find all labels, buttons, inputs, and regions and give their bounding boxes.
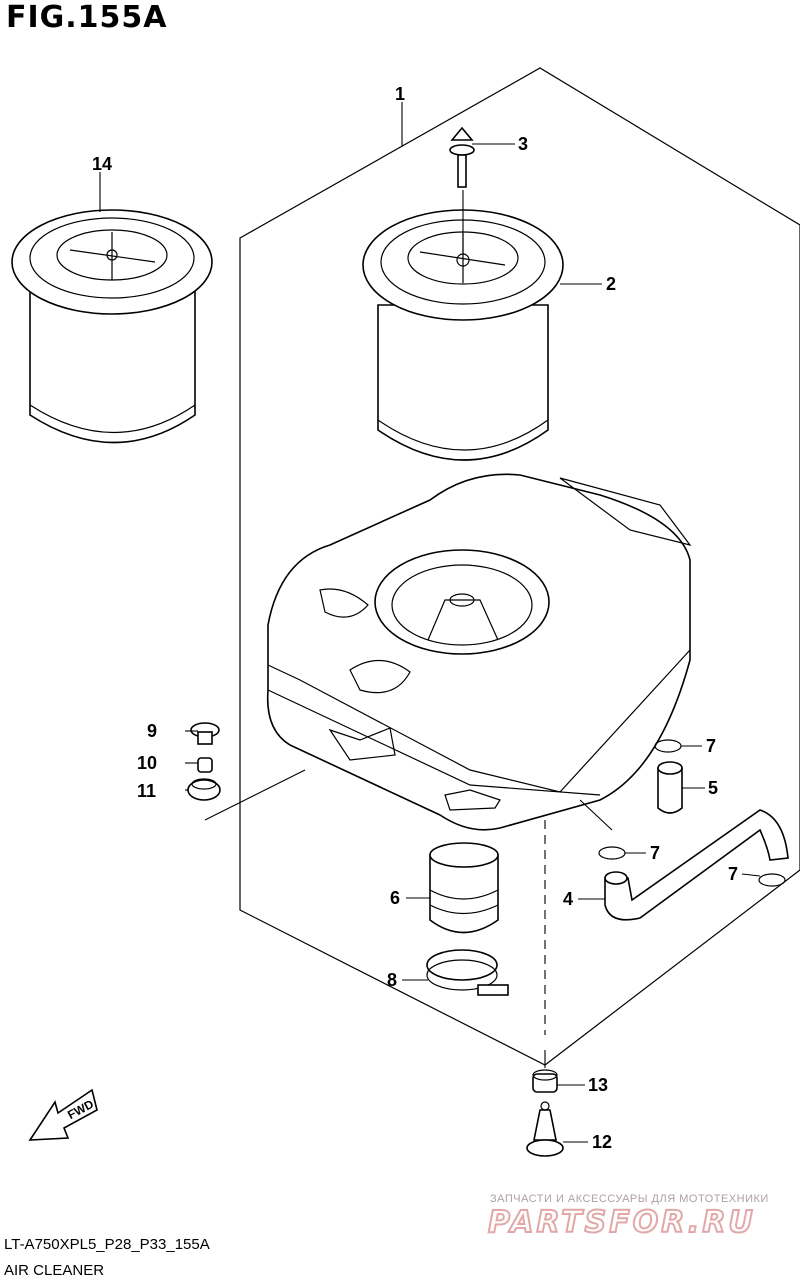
part-6-boot[interactable] (429, 842, 499, 934)
callout-7b: 7 (650, 843, 660, 863)
leader-lines (99, 102, 761, 1143)
callout-11: 11 (137, 781, 156, 801)
part-4-hose[interactable] (604, 809, 789, 921)
callout-5: 5 (708, 778, 718, 798)
callout-6: 6 (390, 888, 400, 908)
part-5-hose[interactable] (657, 761, 683, 814)
fwd-arrow-icon: FWD (28, 1088, 98, 1141)
part-3-wing-bolt[interactable] (449, 126, 475, 255)
diagram-code: LT-A750XPL5_P28_P33_155A (4, 1236, 210, 1253)
watermark-brand: PARTSFOR.RU (487, 1204, 756, 1241)
part-13-cap[interactable] (532, 1069, 558, 1093)
part-7-clamp-b[interactable] (598, 846, 626, 860)
part-14-filter-element[interactable] (11, 209, 213, 444)
leader-clamp (579, 799, 613, 831)
diagram-caption: AIR CLEANER (4, 1262, 105, 1279)
part-10-collar[interactable] (197, 757, 213, 773)
callout-7a: 7 (706, 736, 716, 756)
callout-7c: 7 (728, 864, 738, 884)
callout-9: 9 (147, 721, 157, 741)
watermark-tagline: ЗАПЧАСТИ И АКСЕССУАРЫ ДЛЯ МОТОТЕХНИКИ (490, 1193, 769, 1205)
callout-14: 14 (92, 154, 112, 174)
callout-4: 4 (563, 889, 573, 909)
part-11-grommet[interactable] (187, 778, 221, 801)
callout-8: 8 (387, 970, 397, 990)
callout-3: 3 (518, 134, 528, 154)
callout-10: 10 (137, 753, 157, 773)
part-1-air-cleaner-box[interactable] (266, 473, 692, 831)
part-8-clamp-band[interactable] (426, 949, 509, 996)
callout-2: 2 (606, 274, 616, 294)
part-12-drain-valve[interactable] (526, 1101, 564, 1157)
part-2-filter-element[interactable] (362, 209, 564, 461)
leader-grommet (204, 769, 306, 821)
part-7-clamp-a[interactable] (654, 739, 682, 753)
figure-title: FIG.155A (6, 0, 168, 35)
part-7-clamp-c[interactable] (758, 873, 786, 887)
part-9-bolt[interactable] (190, 722, 220, 745)
callout-1: 1 (395, 84, 405, 104)
assembly-boundary (239, 67, 800, 1066)
callout-12: 12 (592, 1132, 612, 1152)
callout-13: 13 (588, 1075, 608, 1095)
